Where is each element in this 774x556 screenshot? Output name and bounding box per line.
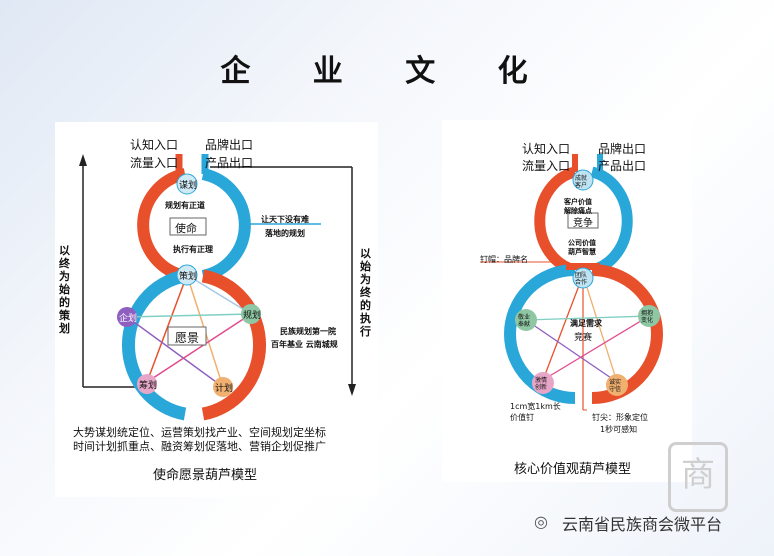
race-label: 竞赛 — [574, 333, 593, 343]
exit-brand-label: 品牌出口 — [205, 138, 254, 152]
nail-tip-label: 钉尖：形象定位 — [592, 413, 648, 422]
entry-traffic-label: 流量入口 — [522, 159, 571, 173]
entry-traffic-label: 流量入口 — [130, 156, 179, 170]
watermark-text: 云南省民族商会微平台 — [562, 515, 723, 534]
one-second-label: 1秒可感知 — [600, 425, 638, 434]
vision-box: 愿景 — [175, 331, 200, 345]
node-integrity: 诚实守信 — [609, 379, 622, 393]
side-right-label: 以始为终的执行 — [360, 247, 371, 338]
plan-right-label: 规划有正道 — [165, 201, 205, 210]
customer-value-label: 客户价值 — [564, 198, 592, 206]
node-embrace-change: 拥抱变化 — [641, 310, 654, 324]
pain-point-label: 解除痛点 — [564, 207, 592, 215]
mission-vision-diagram — [79, 154, 356, 421]
left-caption: 使命愿景葫芦模型 — [153, 468, 258, 483]
node-enterprise-plan: 企划 — [119, 314, 138, 324]
nail-length-label: 1cm宽1km长 — [510, 402, 561, 411]
core-values-panel: 认知入口 品牌出口 流量入口 产品出口 成就客户 团队合作 敬业奉献 拥抱变化 … — [442, 120, 692, 482]
node-customer-success: 成就客户 — [575, 175, 588, 189]
slogan-line1: 让天下没有难 — [261, 215, 309, 224]
node-teamwork: 团队合作 — [575, 272, 588, 286]
node-innovation: 激情创新 — [535, 377, 548, 391]
exit-brand-label: 品牌出口 — [598, 142, 647, 156]
side-left-label: 以终为始的策划 — [59, 244, 70, 335]
exec-right-label: 执行有正理 — [173, 245, 213, 254]
value-nail-label: 价值钉 — [510, 413, 534, 422]
exit-product-label: 产品出口 — [205, 156, 254, 170]
mission-box: 使命 — [175, 222, 197, 235]
mission-vision-panel: 认知入口 品牌出口 流量入口 产品出口 谋划 策划 企划 规划 筹划 计划 使命… — [55, 122, 378, 497]
node-regulation: 规划 — [243, 311, 262, 321]
nail-cap-label: 钉帽：品牌名 — [480, 255, 528, 264]
node-schedule: 计划 — [215, 384, 234, 394]
core-values-diagram — [480, 154, 663, 411]
slogan-line2: 落地的规划 — [265, 229, 305, 238]
brand-line2: 百年基业 云南城规 — [271, 340, 338, 349]
entry-cognition-label: 认知入口 — [130, 138, 179, 152]
node-financing: 筹划 — [139, 381, 158, 391]
company-value-label: 公司价值 — [568, 239, 596, 247]
page-title: 企 业 文 化 — [220, 54, 554, 89]
watermark-logo: 商 — [668, 442, 728, 512]
entry-cognition-label: 认知入口 — [522, 142, 571, 156]
wechat-icon: ◎ — [534, 512, 548, 531]
description-line2: 时间计划抓重点、融资筹划促落地、营销企划促推广 — [73, 440, 326, 453]
node-scheme: 谋划 — [179, 181, 198, 191]
right-caption: 核心价值观葫芦模型 — [514, 462, 632, 477]
node-dedication: 敬业奉献 — [518, 314, 531, 328]
node-planning: 策划 — [179, 272, 198, 282]
exit-product-label: 产品出口 — [598, 159, 647, 173]
competition-box: 竞争 — [573, 218, 593, 229]
gourd-wisdom-label: 葫芦智慧 — [568, 248, 596, 256]
meet-needs-label: 满足需求 — [570, 319, 602, 328]
brand-line1: 民族规划第一院 — [280, 327, 336, 336]
description-line1: 大势谋划统定位、运营策划找产业、空间规划定坐标 — [73, 426, 326, 439]
